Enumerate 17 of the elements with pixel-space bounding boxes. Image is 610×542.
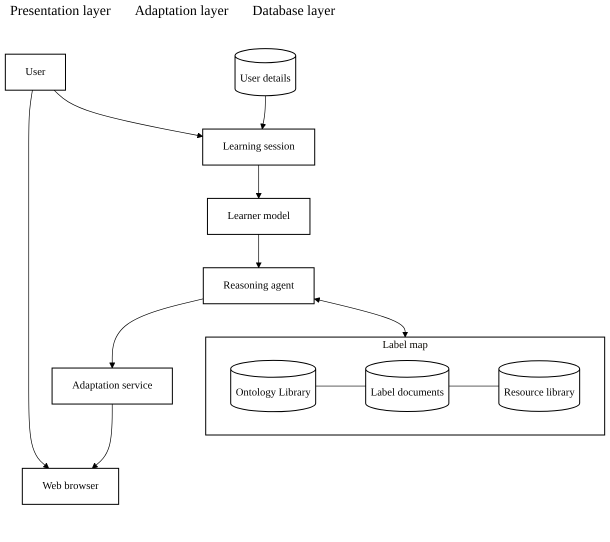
arrow	[92, 404, 113, 469]
arrow	[109, 298, 204, 368]
layer-label: Database layer	[252, 4, 336, 20]
layer-label: Presentation layer	[10, 4, 111, 20]
arrow	[256, 234, 262, 268]
arrow	[314, 297, 408, 338]
node-box: Learning session	[202, 128, 316, 166]
node-box: Adaptation service	[52, 368, 173, 405]
arrow	[256, 164, 262, 199]
node-box: Web browser	[22, 468, 120, 505]
arrow	[28, 90, 50, 469]
node-box: User	[4, 54, 66, 91]
layer-label: Adaptation layer	[134, 4, 228, 20]
node-box: Learner model	[206, 198, 310, 235]
node-box: Reasoning agent	[202, 267, 315, 304]
arrow	[260, 95, 266, 130]
arrow	[54, 90, 203, 138]
